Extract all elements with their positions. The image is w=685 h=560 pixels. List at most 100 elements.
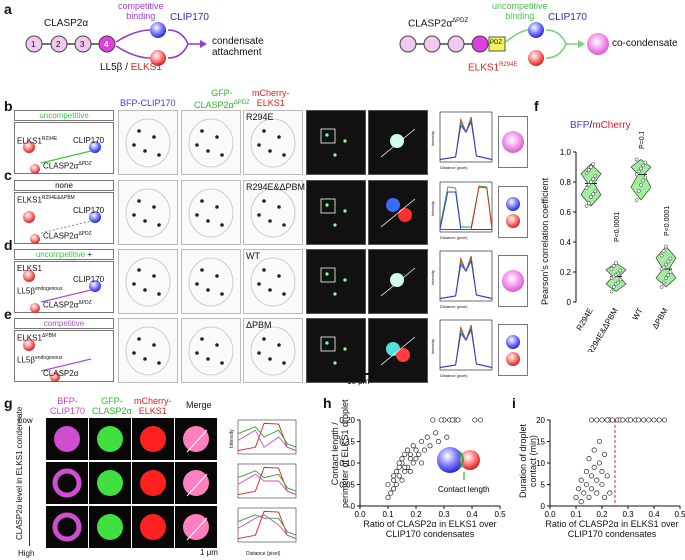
puncta xyxy=(206,357,210,361)
data-point xyxy=(646,417,652,423)
panel-label-e: e xyxy=(4,306,12,322)
co-condensate xyxy=(502,131,524,153)
puncta xyxy=(200,268,204,272)
profile-line xyxy=(237,514,297,540)
scale-bar xyxy=(342,373,372,375)
data-point xyxy=(586,456,592,462)
domain-2 xyxy=(50,35,68,53)
mutant-label: ΔPBM xyxy=(246,320,272,330)
data-point xyxy=(391,473,397,479)
cell-outline xyxy=(125,257,171,307)
line-profile xyxy=(439,181,493,233)
zoom-image xyxy=(368,180,428,245)
cell-svg xyxy=(97,426,123,452)
puncta xyxy=(215,205,219,209)
panel-label-a: a xyxy=(4,1,12,17)
mcherry-image xyxy=(243,318,303,383)
blob xyxy=(140,514,166,540)
micrograph xyxy=(250,257,296,307)
g-profile xyxy=(237,419,297,455)
data-point xyxy=(659,253,664,258)
ll5-label: LL5βendogenous xyxy=(17,355,63,365)
puncta xyxy=(143,219,147,223)
data-point xyxy=(402,451,408,457)
blob xyxy=(97,514,123,540)
cell-outline xyxy=(125,326,171,376)
elks1-sphere xyxy=(150,50,166,66)
data-point xyxy=(581,490,587,496)
bfp-image xyxy=(118,249,178,314)
plot-frame xyxy=(439,181,493,233)
clasp-label: CLASP2αΔPDZ xyxy=(43,161,92,171)
data-point xyxy=(634,198,639,202)
data-point xyxy=(421,447,427,453)
line-scan xyxy=(380,128,416,158)
cell-svg xyxy=(97,470,123,496)
clasp-sphere xyxy=(30,303,40,313)
data-point xyxy=(616,271,621,276)
data-point xyxy=(391,486,397,492)
data-point xyxy=(413,447,419,453)
data-point xyxy=(614,261,618,265)
arrow-to-clip xyxy=(115,29,151,43)
puncta xyxy=(268,219,272,223)
bfp-image xyxy=(118,110,178,175)
outcome-svg xyxy=(506,335,520,366)
puncta xyxy=(277,135,281,139)
arrow-to-elks xyxy=(115,45,151,59)
data-point xyxy=(573,494,579,500)
profile-ylabel: Intensity xyxy=(430,270,435,285)
data-point xyxy=(399,456,405,462)
data-point xyxy=(656,417,662,423)
blob xyxy=(54,426,80,452)
outcome-svg xyxy=(502,270,524,292)
blob xyxy=(97,426,123,452)
micrograph xyxy=(188,118,234,168)
cell-outline xyxy=(188,118,234,168)
puncta xyxy=(343,278,347,282)
data-point xyxy=(586,201,591,205)
puncta xyxy=(195,282,199,286)
data-point xyxy=(616,280,621,285)
puncta xyxy=(132,143,136,147)
x-tick-label: 0.2 xyxy=(410,510,422,519)
x-tick-label: 0.5 xyxy=(674,510,685,519)
violin xyxy=(605,262,627,292)
data-point xyxy=(661,249,666,253)
panel-label-h: h xyxy=(323,395,332,411)
elks-droplet xyxy=(506,214,520,228)
puncta xyxy=(282,292,286,296)
data-point xyxy=(419,438,425,445)
p-value: P<0.0001 xyxy=(664,206,671,236)
g-profile xyxy=(237,507,297,543)
puncta xyxy=(257,143,261,147)
line-profile xyxy=(439,250,493,302)
profile-line xyxy=(440,186,493,230)
droplet xyxy=(386,198,400,212)
gradient-arrow xyxy=(29,426,30,546)
y-tick-label: 1.0 xyxy=(560,148,572,157)
cell-outline xyxy=(250,326,296,376)
puncta xyxy=(195,351,199,355)
zoom-image xyxy=(368,318,428,383)
data-point xyxy=(668,256,673,261)
data-point xyxy=(599,417,605,423)
puncta xyxy=(137,337,141,341)
data-point xyxy=(664,262,668,267)
cell-outline xyxy=(250,257,296,307)
panel-label-f: f xyxy=(534,98,539,114)
puncta xyxy=(206,288,210,292)
profile-ylabel: Intensity xyxy=(430,201,435,216)
zoom-image xyxy=(368,249,428,314)
puncta xyxy=(215,274,219,278)
violin xyxy=(655,246,677,288)
data-point xyxy=(589,165,593,169)
data-point xyxy=(659,285,664,289)
data-point xyxy=(594,477,600,483)
mutant-label: R294E xyxy=(246,112,274,122)
merge-image xyxy=(306,318,366,383)
y-tick-label: 20 xyxy=(536,416,545,425)
cell-svg xyxy=(52,512,82,542)
puncta xyxy=(282,361,286,365)
